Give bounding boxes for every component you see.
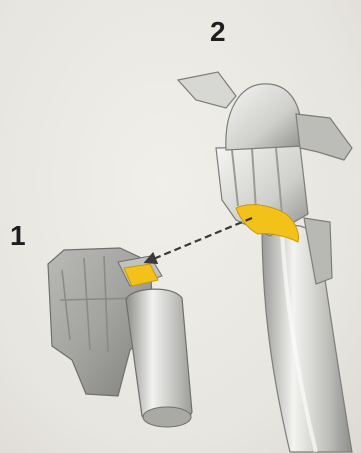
cylinder-body	[126, 289, 192, 425]
callout-label-2: 2	[210, 18, 226, 46]
shaft-bracket-part	[178, 72, 352, 452]
right-arm	[296, 114, 352, 160]
connector-arrow	[146, 218, 252, 262]
component-block-part	[48, 248, 192, 427]
top-cap	[226, 84, 302, 150]
left-ear	[178, 72, 236, 108]
cylinder-end	[143, 407, 191, 427]
callout-label-1: 1	[10, 222, 26, 250]
